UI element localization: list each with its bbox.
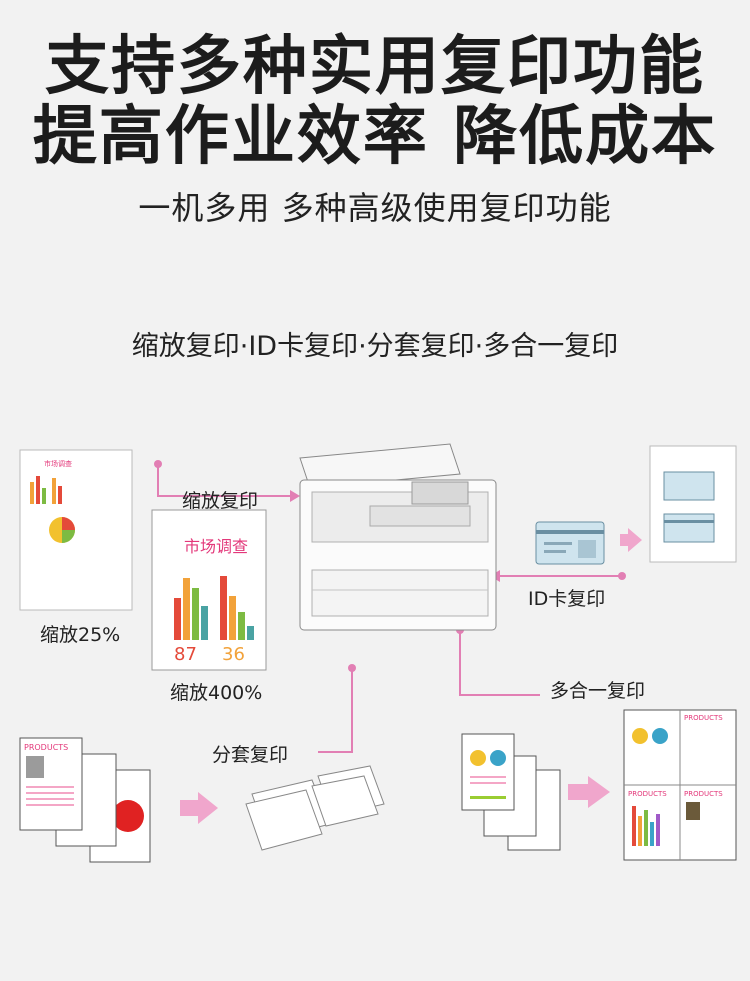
printer-icon <box>299 443 497 631</box>
dot-reduce <box>154 460 162 468</box>
poster-title: 市场调查 <box>184 537 248 556</box>
poster-value-left: 87 <box>174 644 197 665</box>
n-in-1-result: PRODUCTS PRODUCTS PRODUCTS <box>623 709 737 861</box>
connector-collate <box>318 668 353 753</box>
diagram-svg: 市场调查 市场调查 87 36 <box>19 443 737 863</box>
label-reduce-copy: 缩放复印 <box>182 490 259 512</box>
arrow-right-icon-collate <box>180 792 218 824</box>
connector-lines <box>157 464 622 753</box>
page-reduce-25: 市场调查 <box>19 449 133 611</box>
dot-collate <box>348 664 356 672</box>
headline-1: 支持多种实用复印功能 <box>45 30 705 104</box>
diagram: 市场调查 市场调查 87 36 <box>0 430 750 910</box>
arrowhead-reduce <box>290 490 300 502</box>
page-id-result <box>649 445 737 563</box>
doc-heading-1: PRODUCTS <box>24 743 68 752</box>
features-line: 缩放复印·ID卡复印·分套复印·多合一复印 <box>131 331 619 362</box>
collated-sets <box>245 765 385 851</box>
label-n-in-1-copy: 多合一复印 <box>550 680 646 702</box>
collate-originals: PRODUCTS <box>19 737 151 863</box>
doc-heading-4: PRODUCTS <box>684 790 723 798</box>
page-enlarge-400: 市场调查 87 36 <box>151 509 267 671</box>
connector-reduce <box>157 464 290 497</box>
id-card-icon <box>535 521 605 565</box>
label-id-copy: ID卡复印 <box>528 588 606 610</box>
subtitle: 一机多用 多种高级使用复印功能 <box>138 189 612 227</box>
n-in-1-originals <box>461 733 561 851</box>
arrow-right-icon-n-in-1 <box>568 776 610 808</box>
label-collate-copy: 分套复印 <box>212 744 289 766</box>
arrow-right-icon-id <box>620 528 642 552</box>
mini-poster-title: 市场调查 <box>44 459 72 468</box>
dot-id <box>618 572 626 580</box>
connector-n-in-1 <box>459 630 540 696</box>
doc-heading-3: PRODUCTS <box>628 790 667 798</box>
doc-heading-2: PRODUCTS <box>684 714 723 722</box>
label-reduce-25: 缩放25% <box>40 624 121 646</box>
label-enlarge-400: 缩放400% <box>170 682 263 704</box>
poster-value-right: 36 <box>222 644 245 665</box>
headline-2: 提高作业效率 降低成本 <box>32 100 718 174</box>
